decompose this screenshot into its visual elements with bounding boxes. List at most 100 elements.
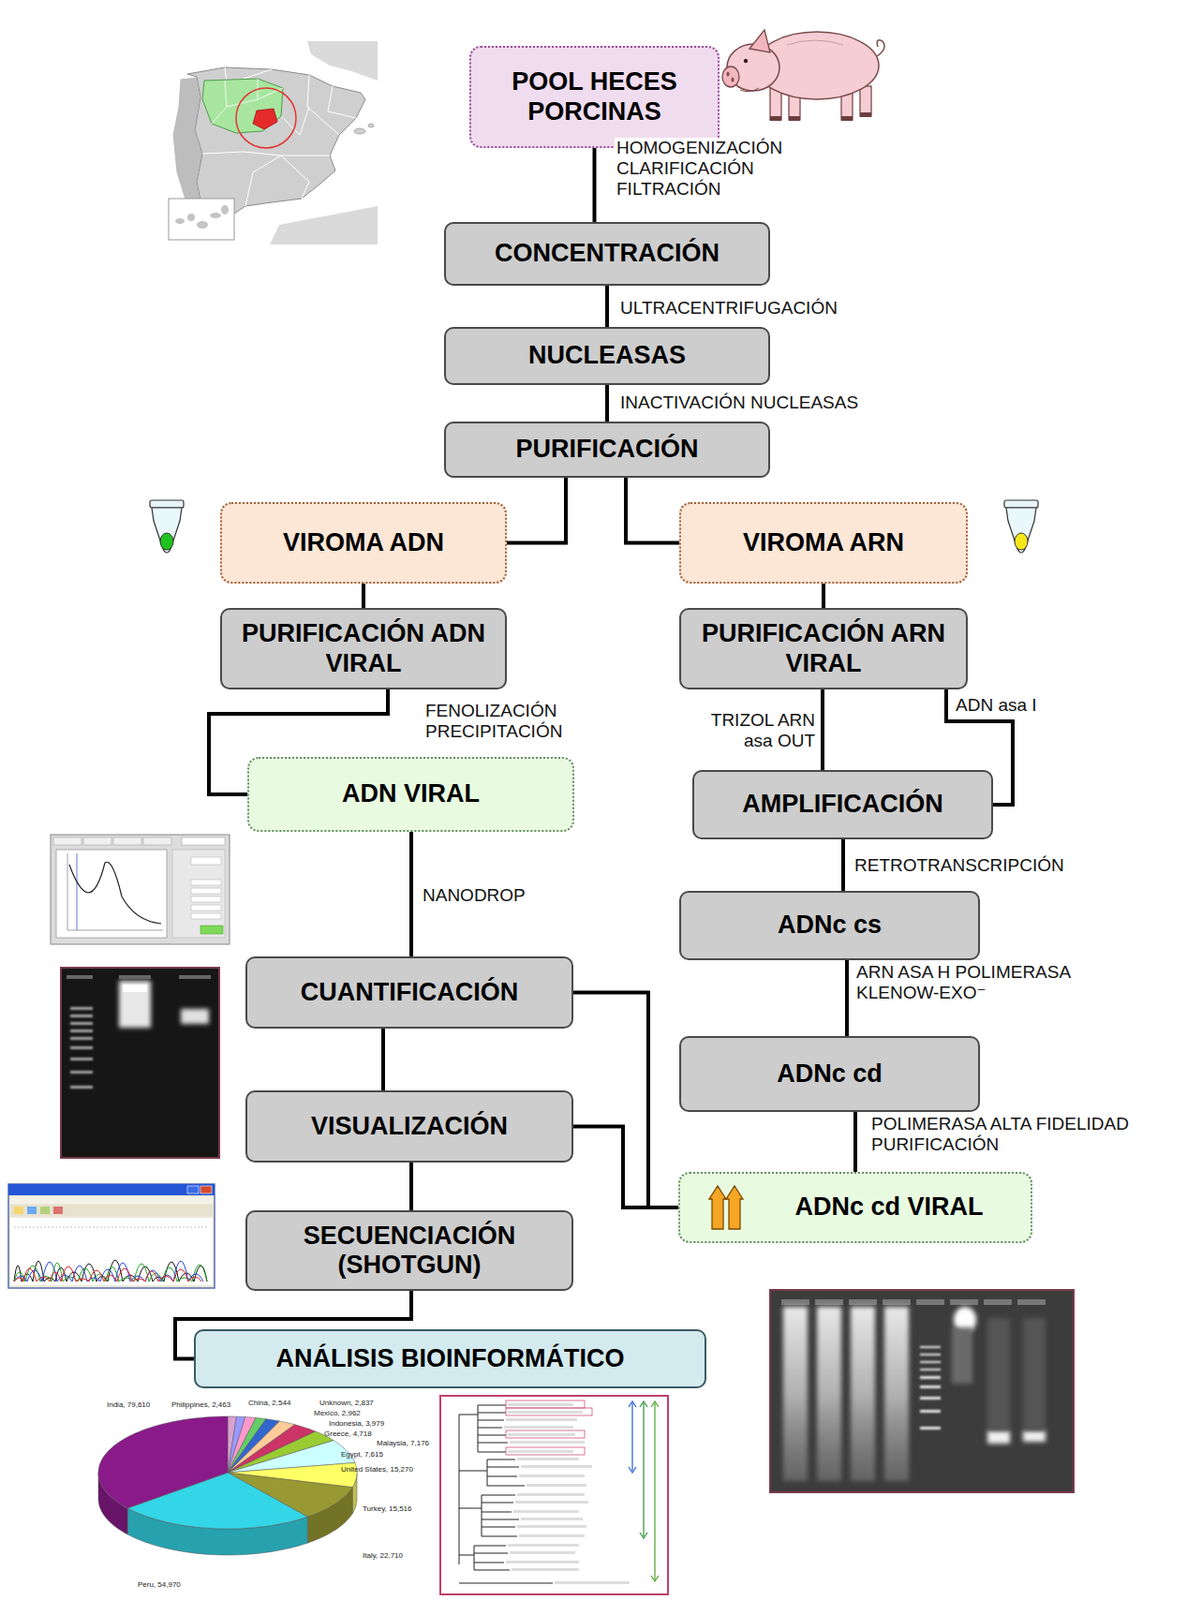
amplification-arrows-icon [708,1184,746,1232]
art-rect [191,913,222,920]
art-rect [70,1022,93,1025]
art-rect [517,1525,587,1529]
art-ellipse [1014,533,1028,550]
art-path [459,1545,510,1571]
art-rect [520,1517,583,1521]
art-rect [509,1440,585,1444]
tube-green [149,500,184,553]
art-rect [10,1217,213,1286]
process-box: PURIFICACIÓN ADN VIRAL [220,608,507,690]
art-path [876,40,885,57]
edge-label: INACTIVACIÓN NUCLEASAS [618,392,861,414]
product-box: ADNc cd VIRAL [678,1172,1033,1244]
pie-label: Greece, 4,718 [324,1430,372,1440]
pie-label: United States, 15,270 [341,1466,414,1475]
art-path [459,1495,520,1537]
art-rect [83,837,112,846]
pie-label: Peru, 54,970 [137,1581,181,1590]
art-polyline [245,155,310,207]
pie-chart [98,1416,357,1556]
node-label: PURIFICACIÓN [516,434,699,464]
gel-photo [770,1290,1074,1493]
pie-slice [98,1416,228,1509]
process-box: ADNc cs [679,890,980,961]
node-label: ADNc cd VIRAL [794,1192,983,1222]
art-polygon [202,78,283,134]
art-rect [507,1410,583,1414]
spain-map [168,41,378,245]
connector-line [208,689,388,795]
edge-label: NANODROP [420,885,528,906]
art-rect [172,849,225,938]
art-ellipse [722,66,740,88]
art-rect [181,837,225,846]
art-polygon [269,206,378,245]
art-rect [191,905,222,911]
art-polygon [307,41,378,81]
process-box: AMPLIFICACIÓN [692,770,994,840]
art-rect [987,1430,1010,1444]
connector-line [381,1028,386,1091]
node-label: VISUALIZACIÓN [311,1112,508,1142]
connector-line [506,477,566,544]
virome-box: VIROMA ARN [679,502,968,584]
art-ellipse [368,123,374,128]
art-path [651,1401,659,1582]
art-rect [919,1409,941,1413]
art-rect [987,1318,1010,1431]
art-rect [815,1299,844,1306]
node-label: ANÁLISIS BIOINFORMÁTICO [276,1344,625,1374]
process-box: PURIFICACIÓN [444,421,771,478]
arrow-shape [709,1186,727,1230]
art-polyline [211,80,227,124]
art-rect [520,1465,593,1469]
edge-label: ULTRACENTRIFUGACIÓN [618,297,840,319]
art-rect [505,1430,585,1439]
pie-label: Mexico, 2,962 [313,1409,361,1419]
art-rect [40,1206,50,1215]
arrow-shape [726,1186,743,1230]
art-rect [507,1403,574,1407]
art-ellipse [175,218,185,224]
node-label: NUCLEASAS [528,341,686,371]
art-rect [850,1306,876,1482]
art-path [459,1414,460,1565]
art-path [69,861,162,924]
art-ellipse [731,77,735,83]
art-rect [507,1450,574,1454]
art-rect [14,1206,24,1215]
art-rect [505,1418,578,1422]
art-rect [511,1568,579,1572]
pie-label: Turkey, 15,516 [362,1505,412,1514]
art-path [1006,507,1037,553]
node-label: POOL HECES PORCINAS [482,67,707,126]
art-polygon [252,108,278,130]
art-rect [187,1186,199,1194]
art-polyline [307,74,340,135]
art-rect [919,1396,941,1400]
art-rect [66,975,93,980]
pie-label: China, 2,544 [248,1399,291,1409]
art-rect [8,1184,215,1196]
edge-label: TRIZOL ARN asa OUT [691,710,817,752]
node-label: VIROMA ADN [282,528,445,558]
node-label: AMPLIFICACIÓN [741,789,943,819]
art-rect [118,980,151,1028]
art-rect [515,1500,589,1504]
pie-label: Italy, 22,710 [362,1552,403,1561]
product-box: ADN VIRAL [247,756,575,832]
node-label: SECUENCIACIÓN (SHOTGUN) [258,1221,561,1280]
art-ellipse [354,128,366,134]
process-box: CUANTIFICACIÓN [245,956,574,1029]
art-rect [149,500,184,508]
connector-line [361,583,366,609]
art-path [14,1260,208,1282]
process-box: ADNc cd [679,1036,980,1113]
art-rect [191,896,222,903]
art-rect [56,849,167,938]
art-rect [919,1346,941,1349]
edge-label: ADN asa I [953,695,1039,716]
pie-label: Egypt, 7,615 [341,1451,384,1460]
